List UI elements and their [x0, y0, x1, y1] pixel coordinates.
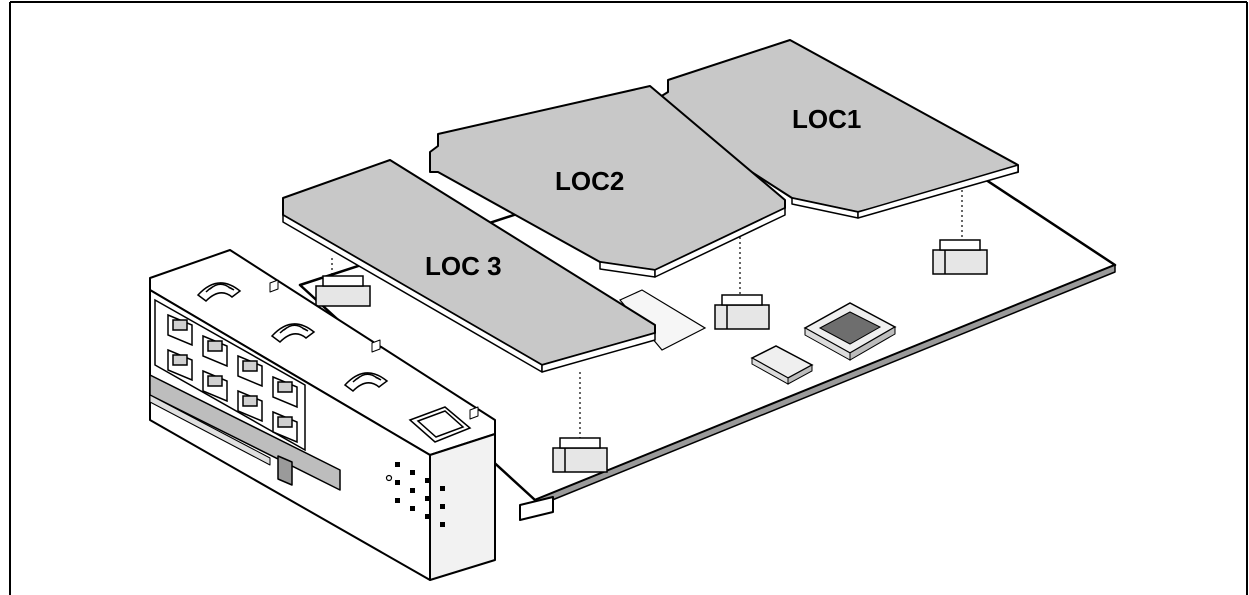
rj-port [272, 375, 298, 409]
rj-port [202, 334, 228, 368]
rj-port [237, 354, 263, 388]
rj-port [237, 389, 263, 423]
loc2-label: LOC2 [555, 166, 624, 196]
small-chip [750, 345, 814, 385]
loc3-card [282, 159, 656, 373]
loc3-label: LOC 3 [425, 251, 502, 281]
rj-port [167, 313, 193, 347]
figure-border [9, 1, 1248, 595]
loc2-board-connector [714, 294, 770, 330]
cpu-chip [803, 302, 897, 361]
rj-port-grid [154, 298, 306, 452]
loc3-board-connector [552, 437, 608, 473]
rj-port [202, 369, 228, 403]
faceplate-window [408, 406, 472, 443]
loc1-board-connector [932, 239, 988, 275]
loc2-card [429, 85, 786, 278]
status-leds [385, 462, 445, 527]
loc1-label: LOC1 [792, 104, 861, 134]
upper-board-connector [315, 275, 371, 307]
faceplate-latches [196, 282, 389, 392]
rj-port [167, 348, 193, 382]
